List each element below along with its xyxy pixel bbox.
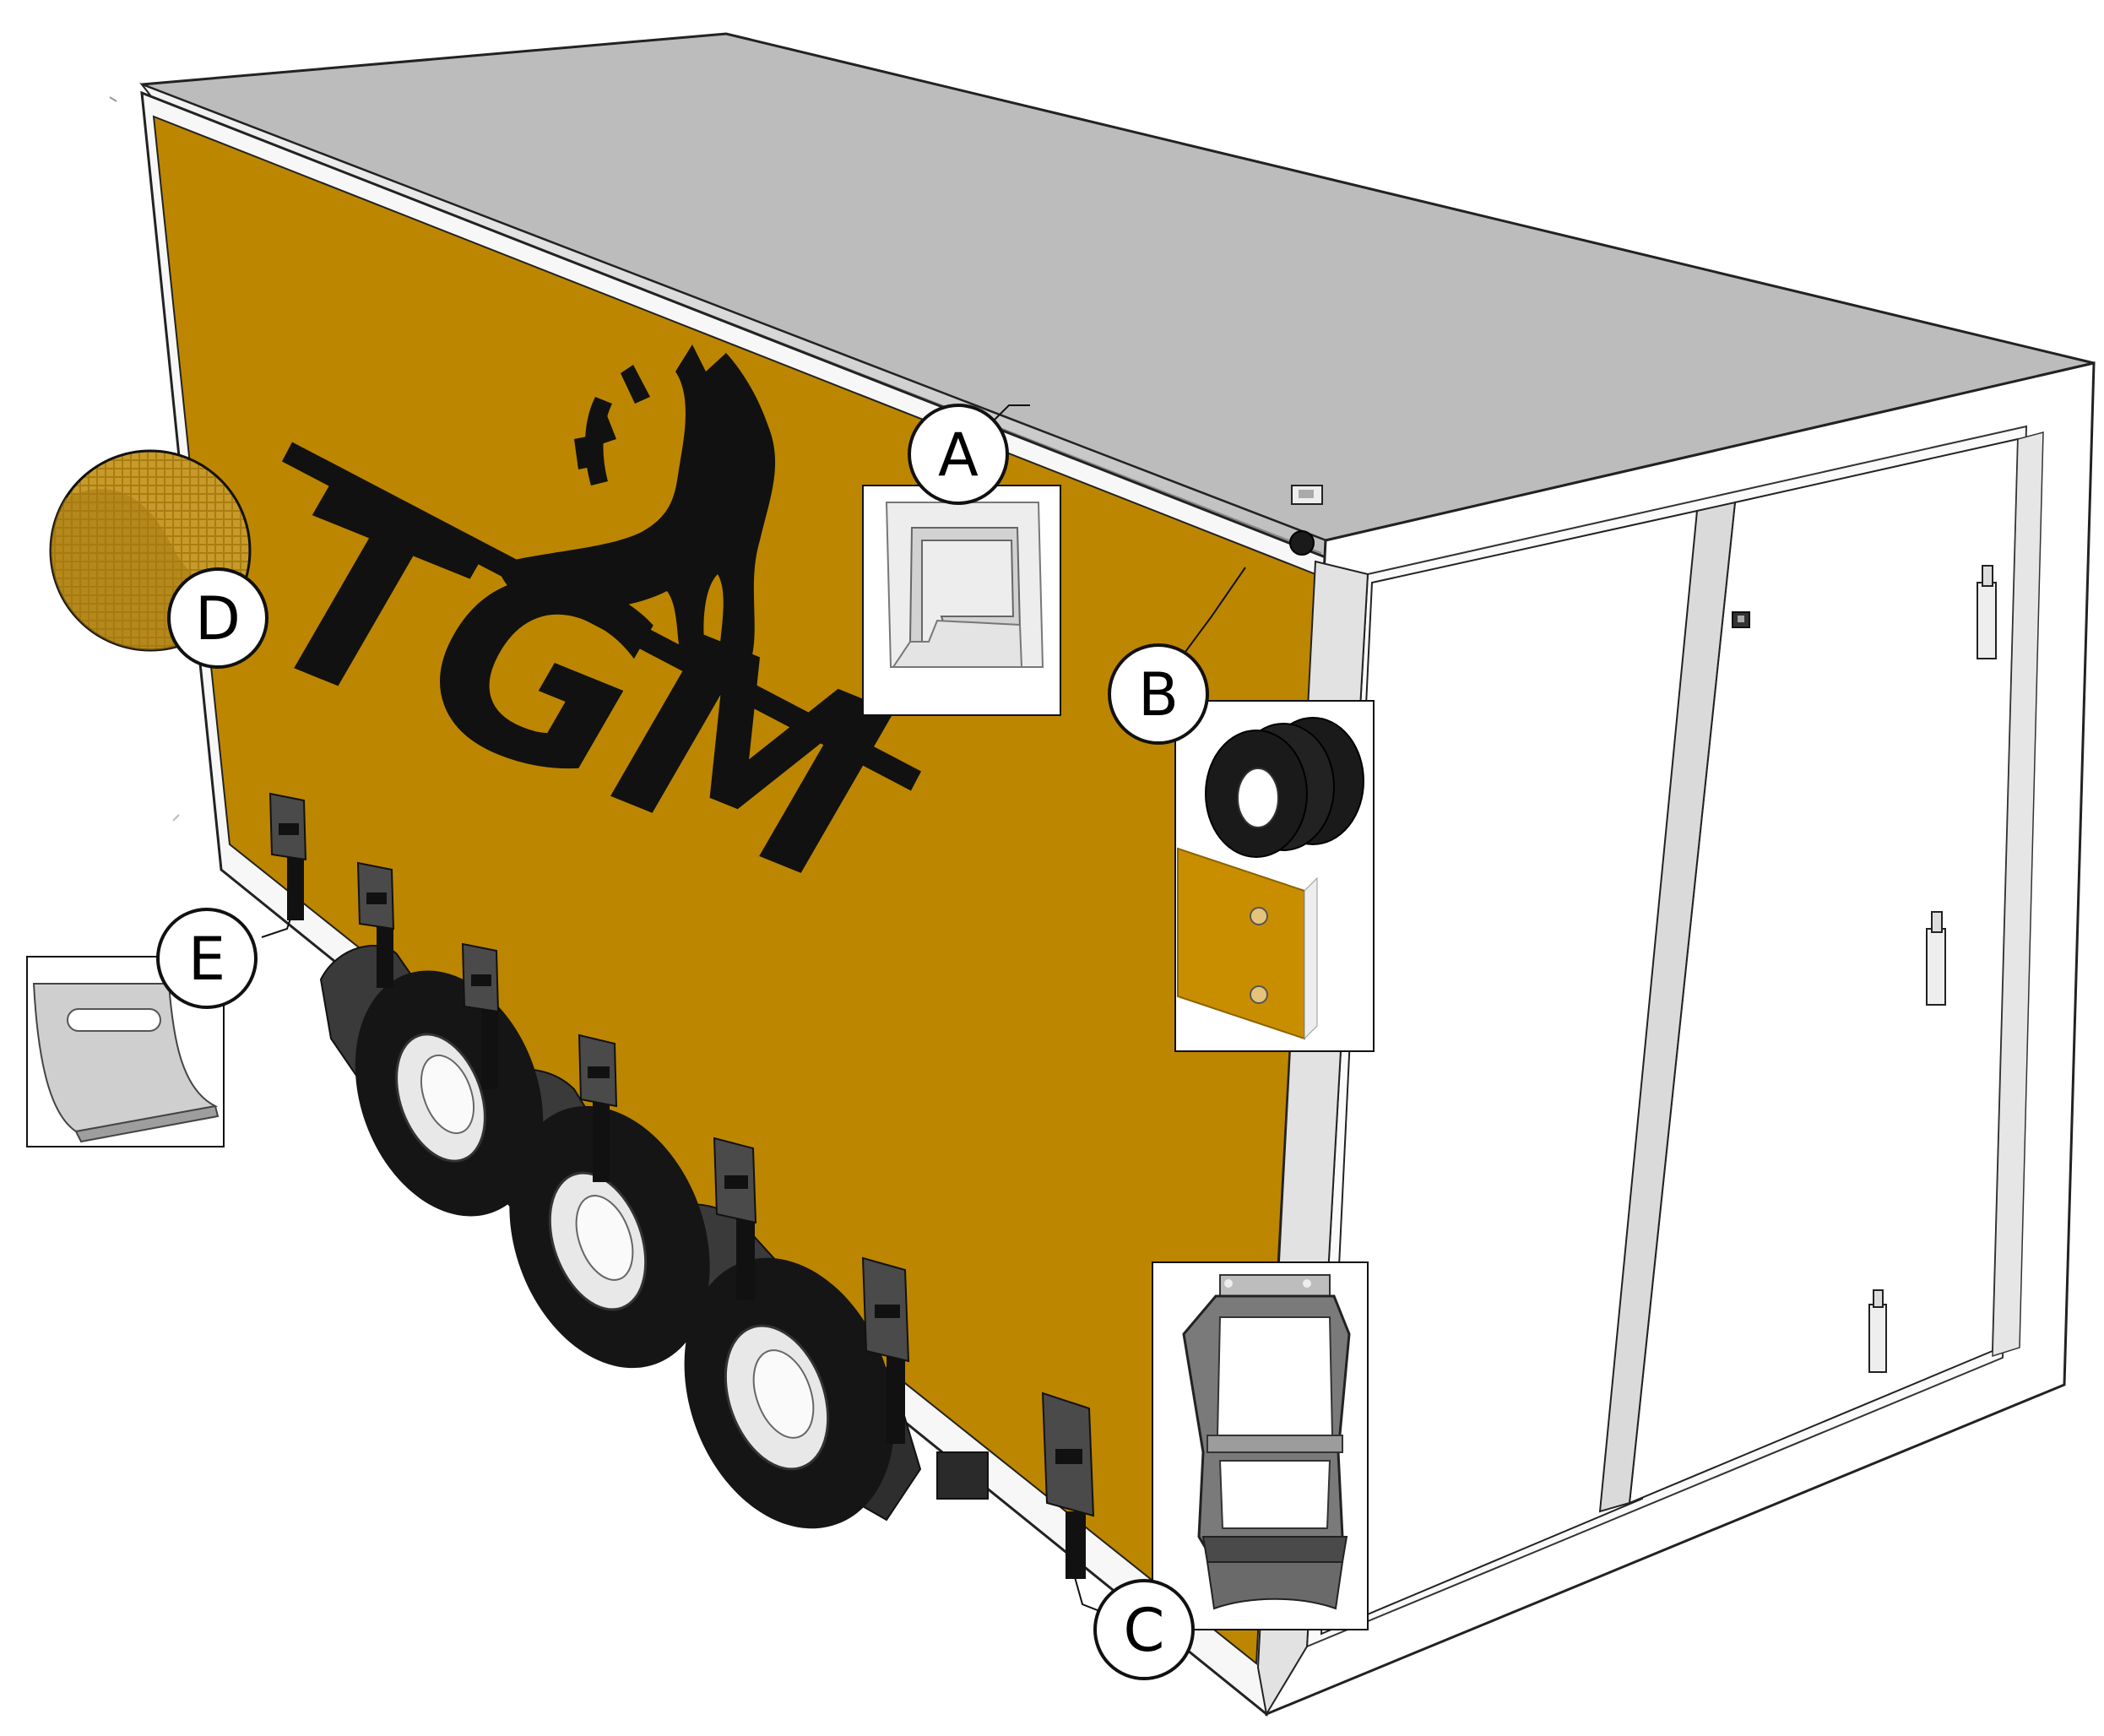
callout-c-circle [1093,1579,1195,1680]
horse-icon [496,344,776,693]
bump-stop-icon [1289,530,1315,556]
curtain-strap [1041,1392,1095,1579]
wheel [684,1257,895,1529]
callout-e-label: E [188,925,225,994]
callout-a-label: A [938,420,979,490]
callout-c-label: C [1124,1596,1165,1665]
callout-b: B [1108,567,1375,1052]
door-gap-bar [1598,501,1737,1513]
callout-c: C [1070,1261,1369,1680]
curtain-strap [268,792,307,920]
callout-a-circle [908,404,1009,505]
curtain-strap [356,861,395,988]
callout-b-label: B [1138,660,1179,730]
callout-e-circle [156,908,258,1009]
callout-b-circle [1108,643,1209,745]
callout-d-label: D [195,584,241,654]
callout-d-circle [167,567,268,669]
curtain-strap [461,942,500,1089]
curtain-strap [578,1033,618,1182]
door-hinge-icon [1868,565,1997,1373]
wheel [509,1105,710,1369]
marker-light-icon [1291,485,1323,505]
callout-d: D [49,449,268,669]
door-lock-icon [1732,611,1750,628]
callout-e: E [26,903,296,1147]
callout-a: A [862,404,1061,716]
curtain-strap [713,1137,757,1300]
door-frame-right-edge [1992,431,2044,1358]
curtain-strap [861,1256,910,1444]
